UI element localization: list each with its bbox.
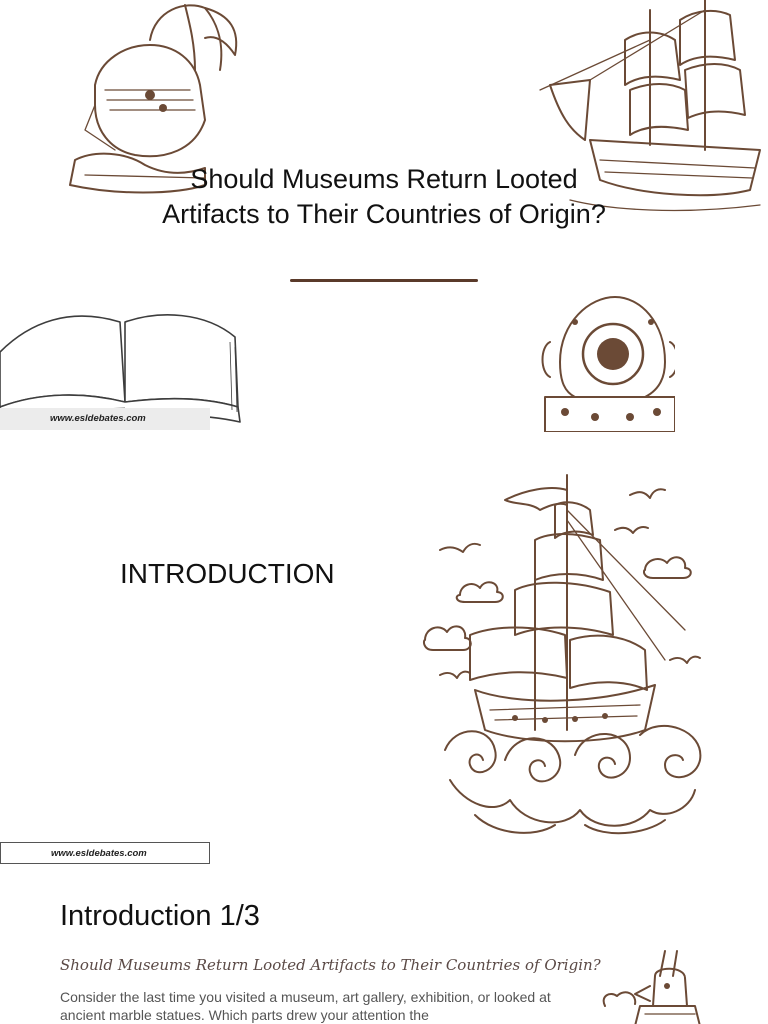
slide-subtitle: Should Museums Return Looted Artifacts t… (60, 956, 601, 974)
slide-title: Should Museums Return Looted Artifacts t… (162, 164, 606, 229)
slide-divider (0, 872, 768, 880)
title-slide: Should Museums Return Looted Artifacts t… (0, 0, 768, 432)
introduction-slide: INTRODUCTION (0, 440, 768, 872)
section-heading: INTRODUCTION (120, 558, 335, 589)
anubis-figure-illustration (602, 950, 701, 1024)
open-book-illustration (0, 314, 241, 425)
website-footer: www.esldebates.com (0, 842, 210, 864)
slide-heading: Introduction 1/3 (60, 900, 260, 932)
slide-divider (0, 432, 768, 440)
website-footer: www.esldebates.com (0, 408, 210, 430)
title-underline (290, 279, 478, 282)
sailing-ship-illustration (539, 0, 761, 212)
ship-on-waves-illustration (423, 474, 702, 835)
diving-helmet-illustration (541, 296, 675, 432)
body-paragraph: Consider the last time you visited a mus… (60, 989, 551, 1023)
introduction-1-slide: Introduction 1/3 Should Museums Return L… (0, 880, 768, 1024)
knight-helmet-illustration (69, 4, 238, 194)
